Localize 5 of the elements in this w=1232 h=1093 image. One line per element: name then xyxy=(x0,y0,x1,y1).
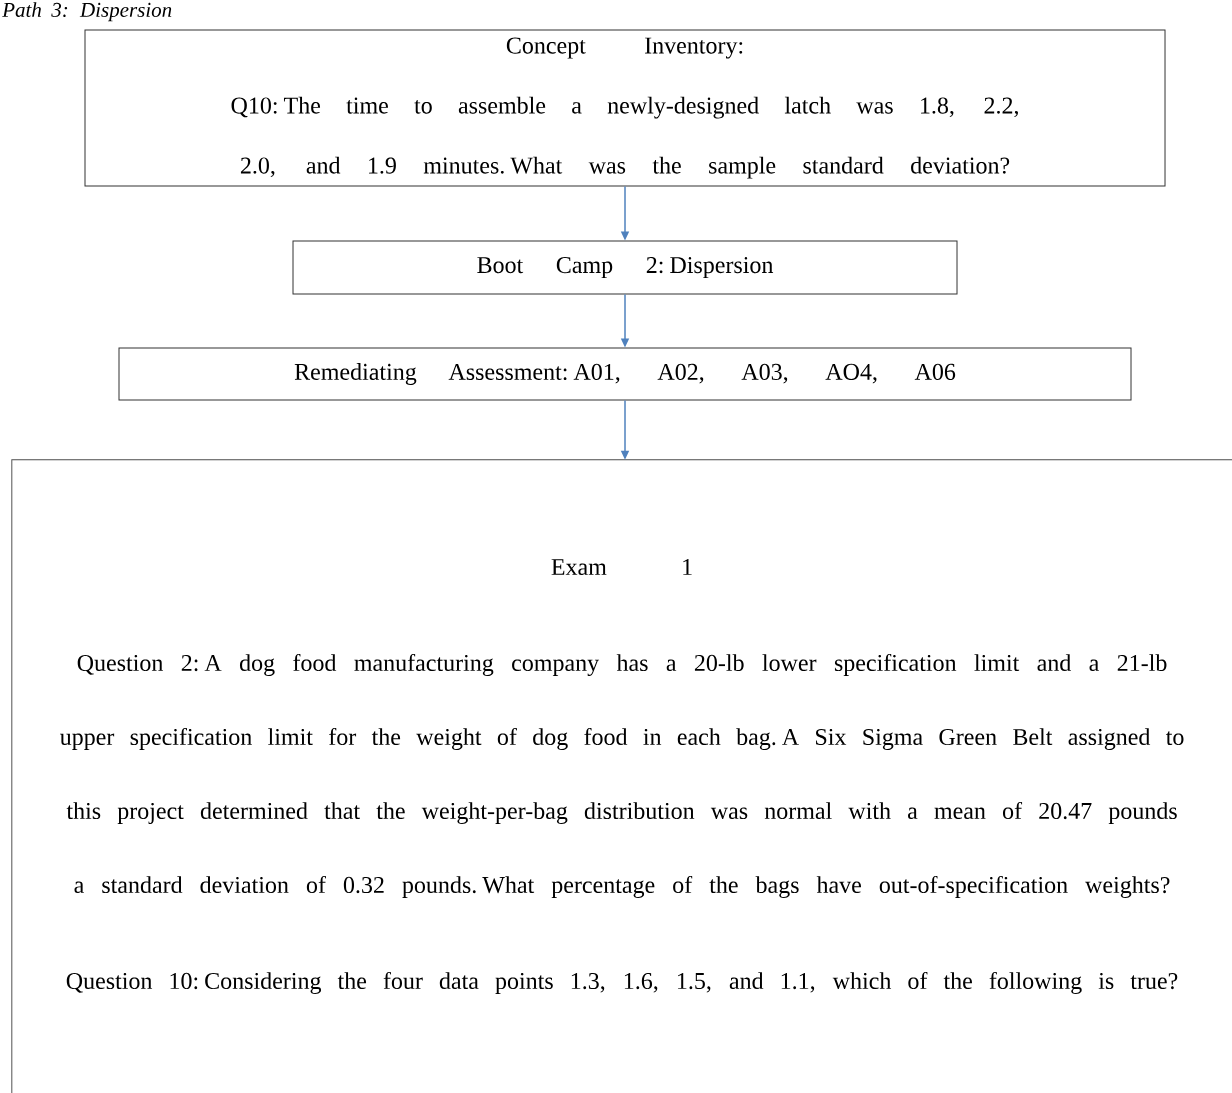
heading: Path 3: Dispersion xyxy=(2,2,172,22)
exam-panel: Exam 1 Question 2: A dog food manufacturing company has a 20-lb lower specification limit and a 21-lb upper specification limit for the weight of dog food in each bag. A Six Sigma Green Belt assigned to this project determined that the weight-per-bag distribution was normal with a mean of 20.47 pounds a standard deviation of 0.32 pounds. What percentage of the bags have out-of-specification weights? Question 10: Considering the four data points 1.3, 1.6, 1.5, and 1.1, which of the following is true? xyxy=(11,459,1232,1093)
process-box: Remediating Assessment: A01, A02, A03, AO4, A06 xyxy=(118,347,1132,401)
process-box: Boot Camp 2: Dispersion xyxy=(292,240,958,295)
process-box: Concept Inventory: Q10: The time to assemble a newly-designed latch was 1.8, 2.2, 2.0, and 1.9 minutes. What was the sample standard deviation? xyxy=(84,29,1166,187)
